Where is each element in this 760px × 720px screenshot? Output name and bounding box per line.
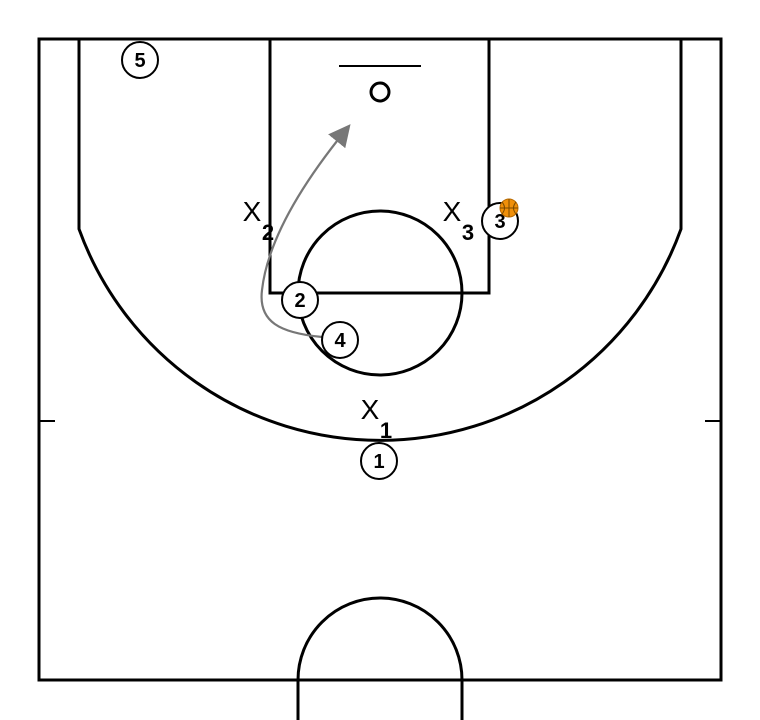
player-4-number: 4 xyxy=(334,330,346,352)
defender-x1: X 1 xyxy=(361,394,392,443)
player-1-circle xyxy=(360,442,398,480)
defender-x1-letter: X xyxy=(361,394,380,425)
player-5-number: 5 xyxy=(134,50,145,72)
court-boundary xyxy=(37,37,723,682)
defender-x2-letter: X xyxy=(243,196,262,227)
basketball-icon xyxy=(499,198,519,218)
defender-x3: X 3 xyxy=(443,196,474,245)
player-2-number: 2 xyxy=(294,290,305,312)
defender-x3-letter: X xyxy=(443,196,462,227)
defender-x1-number: 1 xyxy=(380,418,392,443)
player-5-circle xyxy=(121,41,159,79)
player-1-number: 1 xyxy=(373,451,384,473)
offense-player-1: 1 xyxy=(360,442,398,480)
player-4-circle xyxy=(321,321,359,359)
center-circle xyxy=(296,596,464,720)
offense-player-2: 2 xyxy=(281,281,319,319)
rim xyxy=(369,81,391,103)
offense-player-5: 5 xyxy=(121,41,159,79)
defender-x2-number: 2 xyxy=(262,220,274,245)
key-lane xyxy=(268,39,491,295)
three-point-line xyxy=(77,39,683,442)
player-2-circle xyxy=(281,281,319,319)
player-3-number: 3 xyxy=(494,211,505,233)
offense-player-4: 4 xyxy=(321,321,359,359)
defender-x2: X 2 xyxy=(243,196,274,245)
defender-x3-number: 3 xyxy=(462,220,474,245)
cut-arrow xyxy=(260,124,351,339)
